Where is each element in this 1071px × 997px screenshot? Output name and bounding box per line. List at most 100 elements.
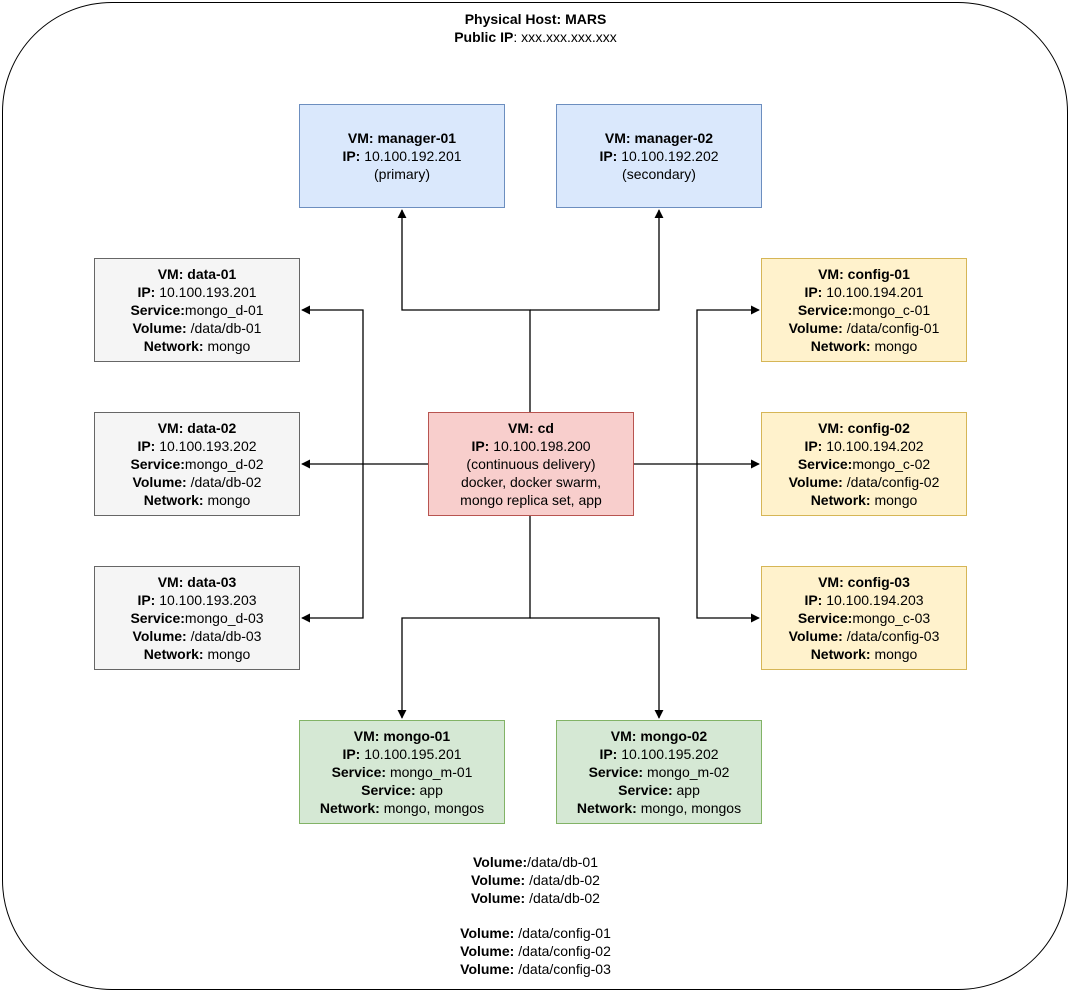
network-label: Network: bbox=[143, 646, 204, 662]
vm-label: VM: bbox=[347, 130, 374, 146]
node-mongo-01[interactable]: VM: mongo-01 IP: 10.100.195.201 Service:… bbox=[299, 720, 505, 824]
vm-label: VM: bbox=[157, 574, 184, 590]
node-volume: Volume: /data/db-03 bbox=[133, 627, 262, 645]
host-public-ip: Public IP: xxx.xxx.xxx.xxx bbox=[0, 28, 1071, 46]
service-value: mongo_c-02 bbox=[852, 456, 931, 472]
vm-label: VM: bbox=[604, 130, 631, 146]
node-network: Network: mongo bbox=[144, 491, 251, 509]
volume-value: /data/config-03 bbox=[846, 628, 940, 644]
node-ip: IP: 10.100.195.201 bbox=[342, 745, 461, 763]
network-value: mongo bbox=[874, 338, 918, 354]
ip-value: 10.100.193.203 bbox=[159, 592, 257, 608]
volume-label: Volume: bbox=[132, 320, 187, 336]
volume-label: Volume: bbox=[788, 474, 843, 490]
ip-value: 10.100.192.201 bbox=[364, 148, 462, 164]
ip-label: IP: bbox=[342, 148, 361, 164]
network-label: Network: bbox=[319, 800, 380, 816]
ip-label: IP: bbox=[804, 592, 823, 608]
node-service: Service:mongo_d-02 bbox=[130, 455, 263, 473]
volume-item: Volume: /data/db-02 bbox=[0, 889, 1071, 907]
vm-value: mongo-02 bbox=[640, 728, 708, 744]
node-vm: VM: data-01 bbox=[158, 265, 237, 283]
node-service: Service:mongo_c-02 bbox=[798, 455, 930, 473]
vm-value: config-03 bbox=[847, 574, 910, 590]
vm-label: VM: bbox=[157, 266, 184, 282]
ip-label: IP: bbox=[804, 284, 823, 300]
service-label: Service: bbox=[797, 456, 853, 472]
volume-label: Volume: bbox=[132, 474, 187, 490]
volume-label: Volume: bbox=[460, 943, 515, 959]
node-data-02[interactable]: VM: data-02 IP: 10.100.193.202 Service:m… bbox=[94, 412, 300, 516]
volume-item: Volume: /data/config-03 bbox=[0, 960, 1071, 978]
ip-label: IP: bbox=[471, 438, 490, 454]
node-service: Service:mongo_c-03 bbox=[798, 609, 930, 627]
node-volume: Volume: /data/db-02 bbox=[133, 473, 262, 491]
vm-value: data-02 bbox=[187, 420, 237, 436]
volume-label: Volume: bbox=[471, 872, 526, 888]
node-vm: VM: data-02 bbox=[158, 419, 237, 437]
ip-value: 10.100.198.200 bbox=[493, 438, 591, 454]
node-service: Service: mongo_m-02 bbox=[589, 763, 730, 781]
network-label: Network: bbox=[810, 338, 871, 354]
ip-label: IP: bbox=[599, 148, 618, 164]
node-config-03[interactable]: VM: config-03 IP: 10.100.194.203 Service… bbox=[761, 566, 967, 670]
service-value: app bbox=[676, 782, 700, 798]
node-vm: VM: config-01 bbox=[818, 265, 910, 283]
vm-label: VM: bbox=[818, 574, 844, 590]
node-data-01[interactable]: VM: data-01 IP: 10.100.193.201 Service:m… bbox=[94, 258, 300, 362]
node-tools-2: mongo replica set, app bbox=[460, 492, 602, 508]
vm-label: VM: bbox=[818, 266, 844, 282]
volume-item: Volume:/data/db-01 bbox=[0, 853, 1071, 871]
node-data-03[interactable]: VM: data-03 IP: 10.100.193.203 Service:m… bbox=[94, 566, 300, 670]
node-network: Network: mongo, mongos bbox=[577, 799, 741, 817]
node-manager-02[interactable]: VM: manager-02 IP: 10.100.192.202 (secon… bbox=[556, 104, 762, 208]
node-vm: VM: mongo-01 bbox=[354, 727, 450, 745]
network-value: mongo bbox=[207, 492, 251, 508]
node-volume: Volume: /data/config-02 bbox=[789, 473, 940, 491]
vm-value: manager-01 bbox=[377, 130, 457, 146]
vm-value: config-02 bbox=[847, 420, 910, 436]
node-vm: VM: config-02 bbox=[818, 419, 910, 437]
ip-label: IP: bbox=[137, 284, 156, 300]
node-config-02[interactable]: VM: config-02 IP: 10.100.194.202 Service… bbox=[761, 412, 967, 516]
ip-value: 10.100.193.201 bbox=[159, 284, 257, 300]
vm-label: VM: bbox=[818, 420, 844, 436]
volume-value: /data/db-01 bbox=[527, 854, 599, 870]
node-service-2: Service: app bbox=[361, 781, 443, 799]
network-label: Network: bbox=[576, 800, 637, 816]
node-ip: IP: 10.100.192.202 bbox=[599, 147, 718, 165]
vm-label: VM: bbox=[508, 420, 534, 436]
ip-value: 10.100.195.201 bbox=[364, 746, 462, 762]
node-mongo-02[interactable]: VM: mongo-02 IP: 10.100.195.202 Service:… bbox=[556, 720, 762, 824]
volume-item: Volume: /data/db-02 bbox=[0, 871, 1071, 889]
network-value: mongo bbox=[874, 492, 918, 508]
volume-list: Volume:/data/db-01 Volume: /data/db-02 V… bbox=[0, 853, 1071, 978]
service-label: Service: bbox=[130, 302, 185, 318]
ip-value: 10.100.194.202 bbox=[826, 438, 924, 454]
node-ip: IP: 10.100.194.201 bbox=[804, 283, 923, 301]
ip-label: IP: bbox=[804, 438, 823, 454]
node-ip: IP: 10.100.198.200 bbox=[471, 437, 590, 455]
node-volume: Volume: /data/config-01 bbox=[789, 319, 940, 337]
node-network: Network: mongo bbox=[144, 645, 251, 663]
node-note: (primary) bbox=[374, 166, 430, 182]
node-config-01[interactable]: VM: config-01 IP: 10.100.194.201 Service… bbox=[761, 258, 967, 362]
host-ip-label: Public IP bbox=[454, 29, 514, 45]
node-ip: IP: 10.100.193.201 bbox=[137, 283, 256, 301]
node-cd[interactable]: VM: cd IP: 10.100.198.200 (continuous de… bbox=[428, 412, 634, 516]
service-label: Service: bbox=[797, 610, 853, 626]
node-manager-01[interactable]: VM: manager-01 IP: 10.100.192.201 (prima… bbox=[299, 104, 505, 208]
host-header: Physical Host: MARS Public IP: xxx.xxx.x… bbox=[0, 10, 1071, 46]
service-label: Service: bbox=[588, 764, 644, 780]
volume-value: /data/db-02 bbox=[190, 474, 262, 490]
edge-cd-manager-01 bbox=[397, 209, 531, 412]
service-value: mongo_d-01 bbox=[184, 302, 264, 318]
service-value: mongo_d-02 bbox=[184, 456, 264, 472]
network-value: mongo bbox=[874, 646, 918, 662]
service-value: mongo_c-01 bbox=[852, 302, 931, 318]
volume-value: /data/config-02 bbox=[846, 474, 940, 490]
ip-label: IP: bbox=[342, 746, 361, 762]
node-service-2: Service: app bbox=[618, 781, 700, 799]
